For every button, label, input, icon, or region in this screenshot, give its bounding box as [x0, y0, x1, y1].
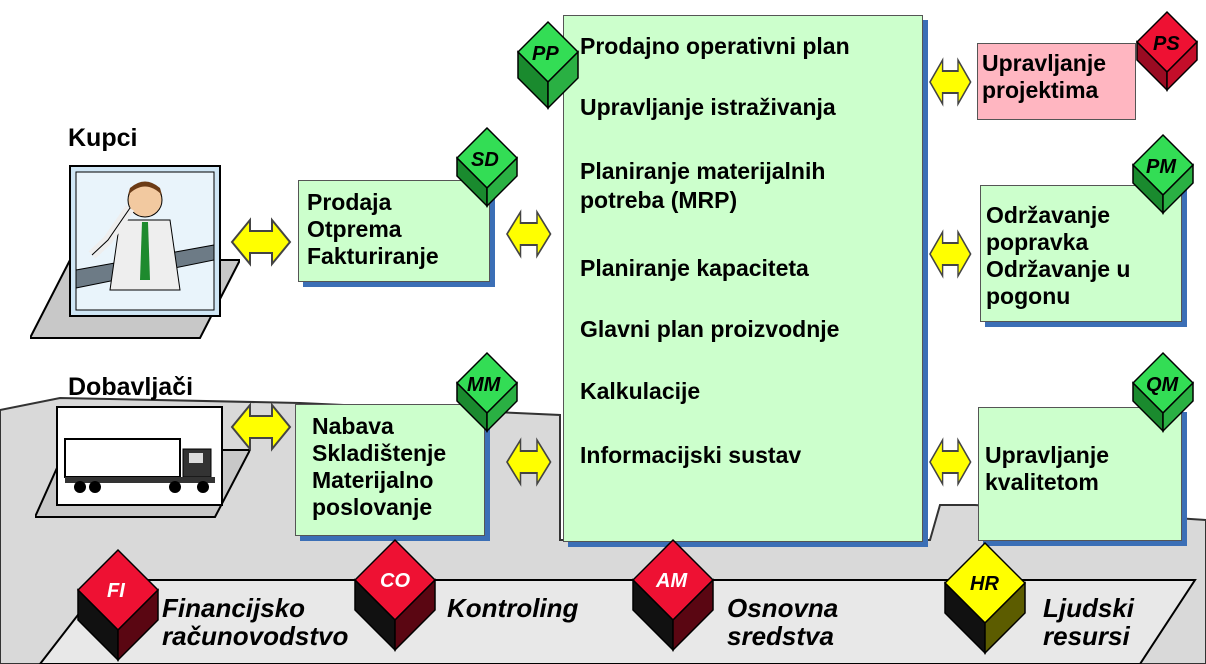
co-label: Kontroling — [447, 593, 579, 623]
ps-cube-icon: PS — [1135, 10, 1199, 92]
mm-code: MM — [467, 374, 502, 396]
hr-cube-icon: HR — [943, 541, 1027, 655]
ps-box: Upravljanje projektima — [977, 43, 1136, 120]
mm-text: Nabava Skladištenje Materijalno poslovan… — [312, 413, 447, 520]
ps-text: Upravljanje projektima — [982, 50, 1106, 103]
customers-title: Kupci — [68, 124, 138, 152]
am-cube-icon: AM — [631, 538, 715, 652]
qm-box: Upravljanje kvalitetom — [978, 407, 1182, 541]
pp-item-4: Planiranje kapaciteta — [580, 255, 809, 281]
pm-code: PM — [1146, 156, 1177, 178]
mm-box: Nabava Skladištenje Materijalno poslovan… — [295, 404, 485, 536]
pp-item-1: Prodajno operativni plan — [580, 33, 850, 59]
co-code: CO — [380, 570, 410, 592]
suppliers-title: Dobavljači — [68, 373, 194, 401]
hr-code: HR — [970, 573, 999, 595]
pp-item-6: Kalkulacije — [580, 378, 701, 404]
hr-label: Ljudski resursi — [1043, 593, 1135, 651]
am-code: AM — [655, 570, 688, 592]
supplier-illustration — [35, 406, 250, 518]
pp-item-5: Glavni plan proizvodnje — [580, 316, 840, 342]
fi-cube-icon: FI — [76, 548, 160, 662]
ps-code: PS — [1153, 33, 1180, 55]
customer-illustration — [30, 165, 240, 339]
pm-text: Održavanje popravka Održavanje u pogonu — [986, 202, 1131, 309]
qm-text: Upravljanje kvalitetom — [985, 442, 1109, 495]
pp-code: PP — [532, 43, 559, 65]
pp-cube-icon: PP — [516, 20, 580, 110]
co-cube-icon: CO — [353, 538, 437, 652]
fi-label: Financijsko računovodstvo — [162, 593, 349, 651]
sd-box: Prodaja Otprema Fakturiranje — [298, 180, 490, 282]
pp-box — [563, 15, 923, 542]
sd-text: Prodaja Otprema Fakturiranje — [307, 189, 439, 269]
mm-cube-icon: MM — [455, 351, 519, 433]
pp-item-2: Upravljanje istraživanja — [580, 94, 836, 120]
qm-cube-icon: QM — [1131, 351, 1195, 433]
pm-box: Održavanje popravka Održavanje u pogonu — [980, 185, 1182, 322]
am-label: Osnovna sredstva — [727, 593, 839, 651]
fi-code: FI — [107, 580, 125, 602]
qm-code: QM — [1146, 374, 1180, 396]
sd-cube-icon: SD — [455, 126, 519, 208]
sd-code: SD — [471, 149, 499, 171]
pm-cube-icon: PM — [1131, 133, 1195, 215]
pp-item-3: Planiranje materijalnih potreba (MRP) — [580, 158, 826, 213]
pp-item-7: Informacijski sustav — [580, 442, 802, 468]
